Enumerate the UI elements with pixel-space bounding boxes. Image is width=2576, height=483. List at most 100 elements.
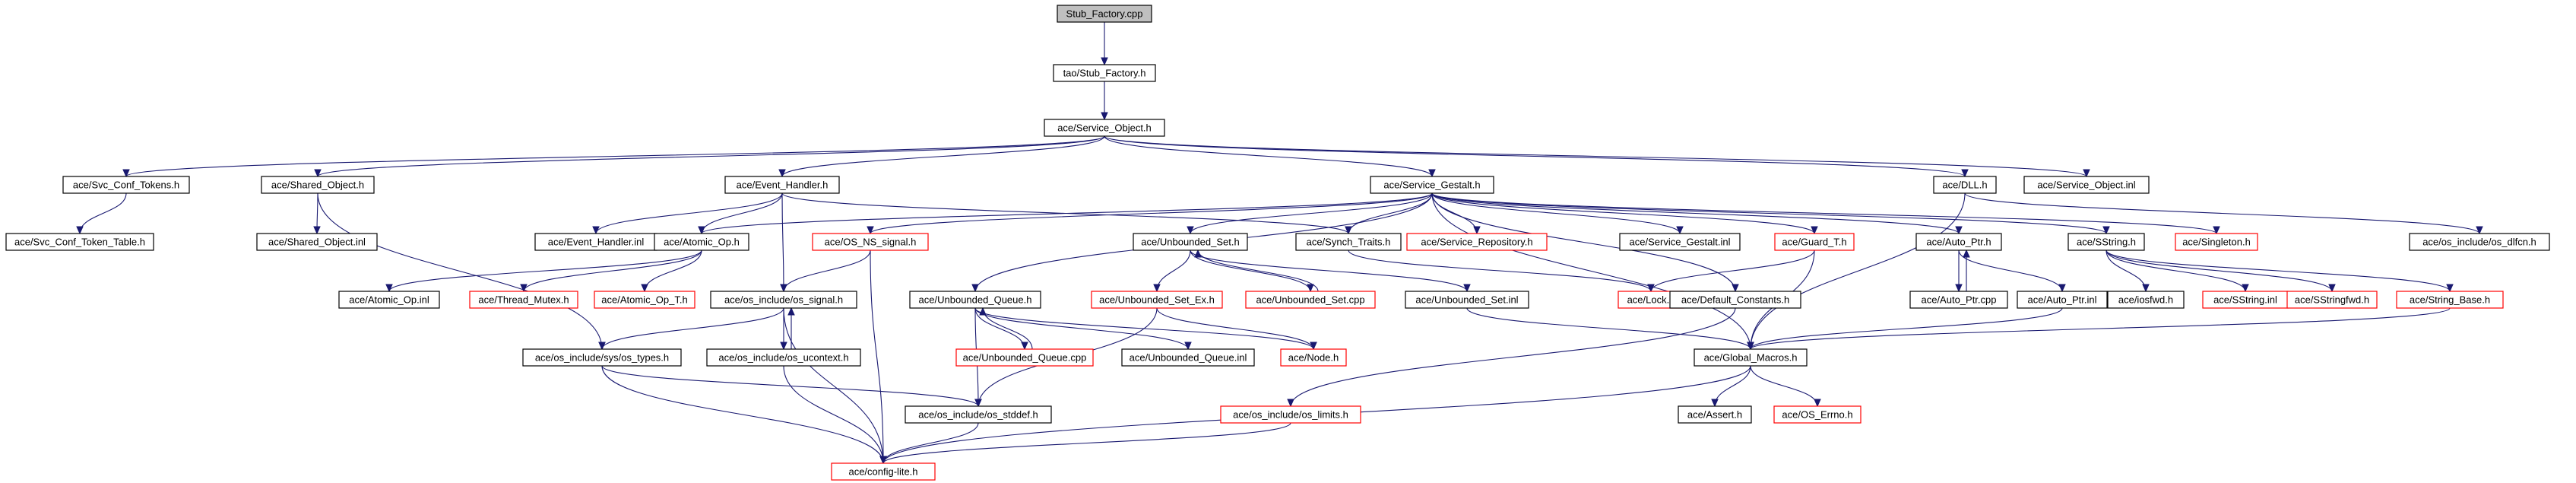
edge-sstring_h-to-string_base_h	[2105, 249, 2451, 292]
edge-arrowhead	[1473, 226, 1481, 235]
node-label: ace/DLL.h	[1942, 180, 1987, 191]
edge-unbounded_set_ex_h-to-node_h	[1156, 307, 1314, 350]
node-service-gestalt-inl[interactable]: ace/Service_Gestalt.inl	[1619, 233, 1741, 251]
node-label: ace/Atomic_Op.h	[664, 237, 740, 248]
node-label: ace/os_include/os_ucontext.h	[718, 352, 848, 364]
edge-atomic_op_h-to-thread_mutex_h	[523, 249, 702, 292]
node-box	[1121, 348, 1255, 367]
node-iosfwd-h[interactable]: ace/iosfwd.h	[2107, 291, 2185, 309]
node-os-errno-h[interactable]: ace/OS_Errno.h	[1773, 405, 1862, 424]
edge-atomic_op_h-to-atomic_op_inl	[388, 249, 702, 292]
node-box	[1245, 291, 1376, 309]
edge-service_gestalt_h-to-singleton_h	[1431, 192, 2217, 234]
node-os-ucontext-h[interactable]: ace/os_include/os_ucontext.h	[706, 348, 861, 367]
node-sstring-h[interactable]: ace/SString.h	[2067, 233, 2145, 251]
node-svc-conf-token-table-h[interactable]: ace/Svc_Conf_Token_Table.h	[5, 233, 154, 251]
node-config-lite-h[interactable]: ace/config-lite.h	[831, 462, 936, 481]
node-box	[2107, 291, 2185, 309]
node-unbounded-set-inl[interactable]: ace/Unbounded_Set.inl	[1405, 291, 1529, 309]
edge-sstring_h-to-sstringfwd_h	[2105, 249, 2333, 292]
node-default-constants-h[interactable]: ace/Default_Constants.h	[1669, 291, 1801, 309]
node-os-limits-h[interactable]: ace/os_include/os_limits.h	[1220, 405, 1361, 424]
node-shared-object-h[interactable]: ace/Shared_Object.h	[261, 176, 375, 194]
node-box	[724, 176, 840, 194]
node-layer: Stub_Factory.cpp tao/Stub_Factory.h ace/Se…	[5, 5, 2550, 481]
node-dll-h[interactable]: ace/DLL.h	[1933, 176, 1997, 194]
edge-arrowhead	[867, 226, 874, 235]
node-box	[2017, 291, 2108, 309]
edge-os_limits_h-to-config_lite_h	[882, 422, 1291, 464]
node-synch-traits-h[interactable]: ace/Synch_Traits.h	[1295, 233, 1402, 251]
node-label: ace/Svc_Conf_Tokens.h	[73, 180, 179, 191]
node-service-repository-h[interactable]: ace/Service_Repository.h	[1406, 233, 1548, 251]
node-guard-t-h[interactable]: ace/Guard_T.h	[1774, 233, 1855, 251]
node-box	[2286, 291, 2378, 309]
node-unbounded-set-cpp[interactable]: ace/Unbounded_Set.cpp	[1245, 291, 1376, 309]
node-lock-h[interactable]: ace/Lock.h	[1618, 291, 1684, 309]
node-unbounded-queue-h[interactable]: ace/Unbounded_Queue.h	[909, 291, 1041, 309]
node-auto-ptr-h[interactable]: ace/Auto_Ptr.h	[1915, 233, 2002, 251]
node-sys-types-h[interactable]: ace/os_include/sys/os_types.h	[522, 348, 682, 367]
node-unbounded-queue-inl[interactable]: ace/Unbounded_Queue.inl	[1121, 348, 1255, 367]
node-label: ace/OS_NS_signal.h	[825, 237, 917, 248]
node-singleton-h[interactable]: ace/Singleton.h	[2175, 233, 2258, 251]
node-string-base-h[interactable]: ace/String_Base.h	[2396, 291, 2504, 309]
node-tao-stub-factory-h[interactable]: tao/Stub_Factory.h	[1053, 64, 1156, 82]
node-os-signal-h[interactable]: ace/os_include/os_signal.h	[710, 291, 857, 309]
node-atomic-op-t-h[interactable]: ace/Atomic_Op_T.h	[594, 291, 695, 309]
node-os-stddef-h[interactable]: ace/os_include/os_stddef.h	[905, 405, 1052, 424]
edge-arrowhead	[1814, 399, 1821, 408]
node-service-object-inl[interactable]: ace/Service_Object.inl	[2023, 176, 2150, 194]
node-global-macros-h[interactable]: ace/Global_Macros.h	[1694, 348, 1808, 367]
node-service-object-h[interactable]: ace/Service_Object.h	[1044, 119, 1165, 137]
node-label: ace/Service_Object.inl	[2037, 180, 2135, 191]
edge-global_macros_h-to-os_errno_h	[1750, 365, 1818, 407]
node-event-handler-h[interactable]: ace/Event_Handler.h	[724, 176, 840, 194]
node-os-dlfcn-h[interactable]: ace/os_include/os_dlfcn.h	[2409, 233, 2550, 251]
node-auto-ptr-cpp[interactable]: ace/Auto_Ptr.cpp	[1909, 291, 2008, 309]
node-unbounded-set-ex-h[interactable]: ace/Unbounded_Set_Ex.h	[1091, 291, 1223, 309]
node-event-handler-inl[interactable]: ace/Event_Handler.inl	[534, 233, 657, 251]
node-service-gestalt-h[interactable]: ace/Service_Gestalt.h	[1370, 176, 1494, 194]
node-auto-ptr-inl[interactable]: ace/Auto_Ptr.inl	[2017, 291, 2108, 309]
node-label: ace/Auto_Ptr.cpp	[1921, 294, 1996, 306]
node-sstring-inl[interactable]: ace/SString.inl	[2202, 291, 2289, 309]
node-assert-h[interactable]: ace/Assert.h	[1678, 405, 1752, 424]
node-atomic-op-inl[interactable]: ace/Atomic_Op.inl	[338, 291, 440, 309]
node-box	[1678, 405, 1752, 424]
node-unbounded-set-h[interactable]: ace/Unbounded_Set.h	[1133, 233, 1248, 251]
node-thread-mutex-h[interactable]: ace/Thread_Mutex.h	[469, 291, 578, 309]
edge-arrowhead	[1647, 284, 1655, 293]
node-node-h[interactable]: ace/Node.h	[1280, 348, 1347, 367]
node-label: ace/Unbounded_Set.inl	[1415, 294, 1518, 306]
node-box	[1915, 233, 2002, 251]
node-stub-factory-cpp[interactable]: Stub_Factory.cpp	[1057, 5, 1152, 23]
edge-sys_types_h-to-os_stddef_h	[601, 365, 979, 407]
edge-auto_ptr_h-to-auto_ptr_inl	[1958, 249, 2063, 292]
node-label: ace/Svc_Conf_Token_Table.h	[14, 237, 145, 248]
node-sstringfwd-h[interactable]: ace/SStringfwd.h	[2286, 291, 2378, 309]
edge-arrowhead	[385, 284, 393, 293]
node-os-ns-signal-h[interactable]: ace/OS_NS_signal.h	[812, 233, 929, 251]
node-label: ace/Lock.h	[1627, 294, 1675, 306]
node-label: tao/Stub_Factory.h	[1063, 68, 1146, 79]
node-label: ace/Unbounded_Queue.cpp	[963, 352, 1087, 364]
edge-arrowhead	[76, 226, 84, 235]
node-shared-object-inl[interactable]: ace/Shared_Object.inl	[256, 233, 378, 251]
node-label: ace/String_Base.h	[2410, 294, 2490, 306]
node-label: ace/Synch_Traits.h	[1307, 237, 1391, 248]
node-label: ace/os_include/os_limits.h	[1233, 409, 1348, 421]
node-box	[1280, 348, 1347, 367]
node-box	[1133, 233, 1248, 251]
node-label: ace/Event_Handler.inl	[548, 237, 645, 248]
edge-arrowhead	[1711, 399, 1719, 408]
node-label: ace/Auto_Ptr.h	[1926, 237, 1991, 248]
edge-unbounded_set_h-to-unbounded_set_inl	[1190, 249, 1468, 292]
node-box	[522, 348, 682, 367]
node-svc-conf-tokens-h[interactable]: ace/Svc_Conf_Tokens.h	[62, 176, 190, 194]
node-unbounded-queue-cpp[interactable]: ace/Unbounded_Queue.cpp	[955, 348, 1094, 367]
edge-arrowhead	[598, 342, 606, 351]
edge-service_gestalt_h-to-synch_traits_h	[1348, 192, 1433, 234]
node-label: ace/Unbounded_Set_Ex.h	[1099, 294, 1215, 306]
node-atomic-op-h[interactable]: ace/Atomic_Op.h	[654, 233, 749, 251]
